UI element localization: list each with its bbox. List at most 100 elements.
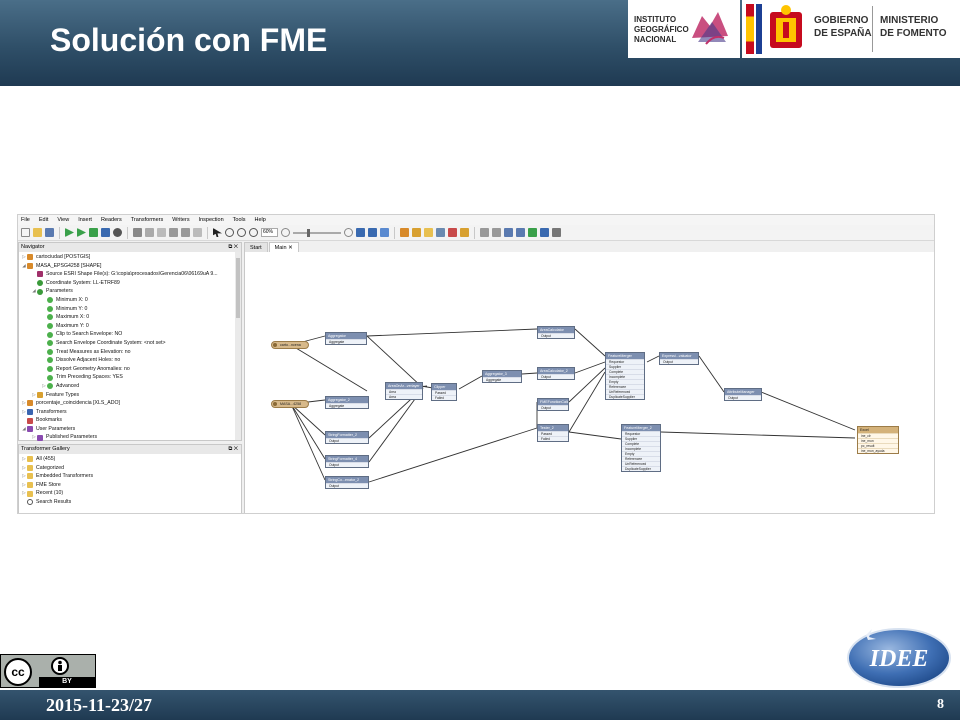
navigator-item[interactable]: Minimum Y: 0 — [19, 305, 241, 314]
navigator-item[interactable]: Maximum Y: 0 — [19, 322, 241, 331]
zoom-level-field[interactable]: 60% — [261, 228, 278, 237]
reader-cartociudad[interactable]: carto...ncena — [271, 341, 309, 349]
gallery-item[interactable]: ▷FME Store — [19, 481, 241, 490]
navigator-item[interactable]: ▷porcentaje_coincidencia [XLS_ADO] — [19, 399, 241, 408]
expand-arrow-icon[interactable]: ▷ — [22, 481, 26, 487]
add-annotation-icon[interactable] — [436, 228, 445, 237]
expand-arrow-icon[interactable]: ▷ — [22, 400, 26, 406]
gallery-item[interactable]: ▷Recent (10) — [19, 489, 241, 498]
paste-icon[interactable] — [157, 228, 166, 237]
navigator-item[interactable]: Clip to Search Envelope: NO — [19, 330, 241, 339]
menu-item-file[interactable]: File — [21, 217, 30, 223]
navigator-item[interactable]: ▷Transformers — [19, 408, 241, 417]
expand-arrow-icon[interactable]: ▷ — [22, 464, 26, 470]
redirect-icon[interactable] — [89, 228, 98, 237]
save-icon[interactable] — [45, 228, 54, 237]
pan-icon[interactable] — [225, 228, 234, 237]
inspect-icon[interactable] — [101, 228, 110, 237]
navigator-item[interactable]: ▷Feature Types — [19, 391, 241, 400]
expand-arrow-icon[interactable]: ◢ — [32, 288, 36, 294]
gallery-item[interactable]: Search Results — [19, 498, 241, 507]
menu-item-transformers[interactable]: Transformers — [130, 217, 164, 223]
parameters-toolbar-icon[interactable] — [516, 228, 525, 237]
navigator-item[interactable]: Search Envelope Coordinate System: <not … — [19, 339, 241, 348]
navigator-item[interactable]: ◢MASA_EPSG4258 [SHAPE] — [19, 262, 241, 271]
add-reader-icon[interactable] — [400, 228, 409, 237]
align-icon[interactable] — [480, 228, 489, 237]
navigator-item[interactable]: ◢User Parameters — [19, 425, 241, 434]
zoom-out-icon[interactable] — [249, 228, 258, 237]
menu-item-help[interactable]: Help — [254, 217, 266, 223]
navigator-item[interactable]: Bookmarks — [19, 416, 241, 425]
zoom-plus-icon[interactable] — [344, 228, 353, 237]
select-icon[interactable] — [213, 228, 222, 237]
run-step-icon[interactable] — [77, 228, 86, 237]
new-icon[interactable] — [21, 228, 30, 237]
zoom-in-icon[interactable] — [237, 228, 246, 237]
run-icon[interactable] — [65, 228, 74, 237]
tab-start[interactable]: Start — [244, 242, 268, 252]
zoom-extents-icon[interactable] — [356, 228, 365, 237]
navigator-item[interactable]: Source ESRI Shape File(s): G:\copia\proc… — [19, 270, 241, 279]
navigator-item[interactable]: Maximum X: 0 — [19, 313, 241, 322]
bookmark-icon[interactable] — [448, 228, 457, 237]
expand-arrow-icon[interactable]: ▷ — [32, 434, 36, 440]
fit-window-icon[interactable] — [380, 228, 389, 237]
menu-item-view[interactable]: View — [57, 217, 70, 223]
navigator-item[interactable]: ▷cartociudad [POSTGIS] — [19, 253, 241, 262]
panel-dock-close-icon[interactable]: ⧉ ✕ — [228, 446, 238, 452]
expand-arrow-icon[interactable]: ▷ — [22, 490, 26, 496]
navigator-item[interactable]: ◢Parameters — [19, 287, 241, 296]
writer-excel[interactable]: Excel ine_clr ine_mun pc_result ine_mun_… — [857, 426, 899, 454]
auto-layout-icon[interactable] — [504, 228, 513, 237]
gallery-item[interactable]: ▷Embedded Transformers — [19, 472, 241, 481]
navigator-item[interactable]: Treat Measures as Elevation: no — [19, 348, 241, 357]
log-icon[interactable] — [540, 228, 549, 237]
delete-icon[interactable] — [193, 228, 202, 237]
expand-arrow-icon[interactable]: ▷ — [22, 408, 26, 414]
zoom-slider[interactable] — [293, 228, 341, 237]
expand-arrow-icon[interactable]: ◢ — [22, 262, 26, 268]
panel-dock-close-icon[interactable]: ⧉ ✕ — [228, 244, 238, 250]
data-inspector-icon[interactable] — [528, 228, 537, 237]
reader-masa[interactable]: MASA...4258 — [271, 400, 309, 408]
zoom-selected-icon[interactable] — [368, 228, 377, 237]
navigator-item[interactable]: ▷Published Parameters — [19, 433, 241, 442]
navigator-item[interactable]: Coordinate System: LL-ETRF89 — [19, 279, 241, 288]
settings-icon[interactable] — [552, 228, 561, 237]
expand-arrow-icon[interactable]: ▷ — [22, 473, 26, 479]
menu-item-readers[interactable]: Readers — [100, 217, 122, 223]
navigator-scrollbar[interactable] — [235, 252, 241, 440]
gallery-item[interactable]: ▷All (455) — [19, 455, 241, 464]
expand-arrow-icon[interactable]: ▷ — [42, 382, 46, 388]
menu-item-inspection[interactable]: Inspection — [198, 217, 224, 223]
open-icon[interactable] — [33, 228, 42, 237]
undo-icon[interactable] — [169, 228, 178, 237]
menu-item-insert[interactable]: Insert — [78, 217, 92, 223]
expand-arrow-icon[interactable]: ▷ — [32, 391, 36, 397]
connect-icon[interactable] — [460, 228, 469, 237]
cut-icon[interactable] — [133, 228, 142, 237]
zoom-minus-icon[interactable] — [281, 228, 290, 237]
navigator-item[interactable]: ▷Advanced — [19, 382, 241, 391]
tab-main[interactable]: Main ✕ — [268, 242, 299, 252]
navigator-item[interactable]: Minimum X: 0 — [19, 296, 241, 305]
navigator-item[interactable]: Trim Preceding Spaces: YES — [19, 373, 241, 382]
menu-item-edit[interactable]: Edit — [38, 217, 49, 223]
navigator-item[interactable]: Report Geometry Anomalies: no — [19, 365, 241, 374]
